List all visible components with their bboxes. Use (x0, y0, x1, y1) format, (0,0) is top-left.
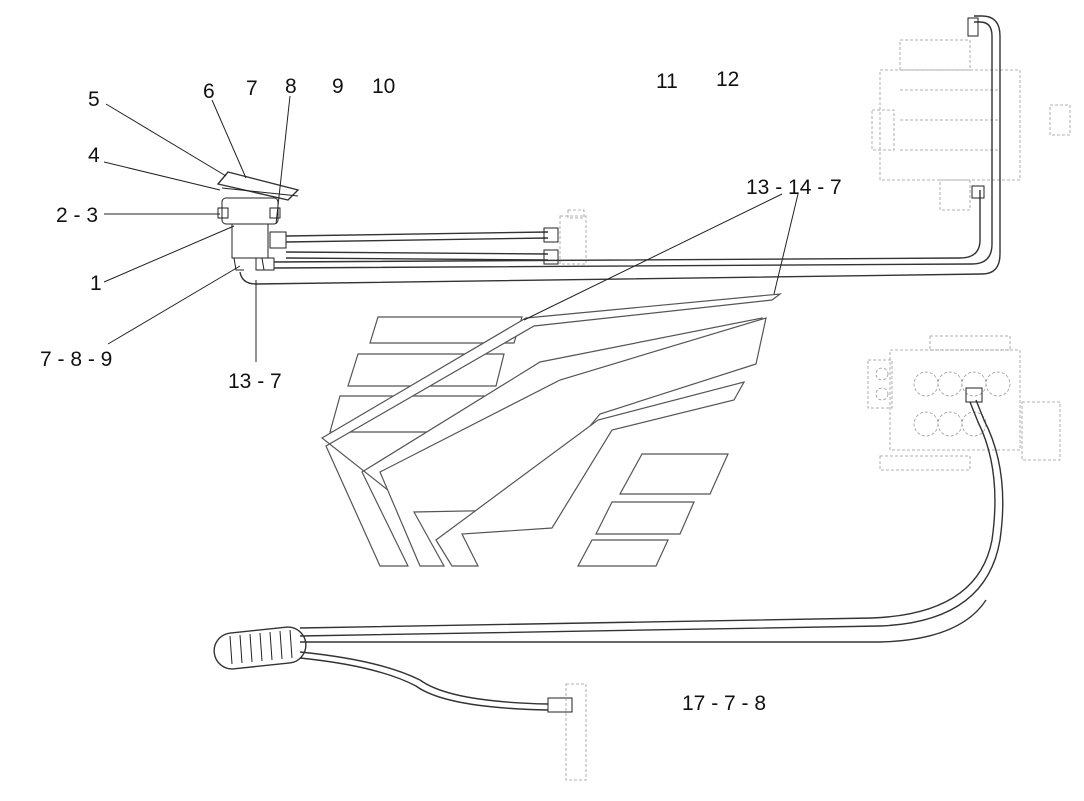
label-4: 4 (88, 144, 100, 167)
pedal-valve-assembly (216, 171, 300, 271)
hydraulic-lines-lower (299, 387, 1004, 643)
control-valve-lower (867, 335, 1061, 471)
pipe-bracket (559, 209, 587, 265)
label-13-14-7: 13 - 14 - 7 (746, 176, 842, 199)
label-6: 6 (203, 80, 215, 103)
label-12: 12 (716, 68, 739, 91)
control-valve-upper (871, 39, 1071, 211)
label-13-7: 13 - 7 (228, 370, 282, 393)
hydraulic-lines-upper (239, 15, 1001, 285)
label-11: 11 (656, 70, 678, 93)
label-2-3: 2 - 3 (56, 204, 98, 227)
label-7: 7 (246, 77, 258, 100)
label-7-8-9: 7 - 8 - 9 (40, 348, 112, 371)
logo-watermark (320, 293, 783, 567)
foot-pedal (213, 626, 587, 781)
part-labels: 5 6 7 8 9 10 11 12 4 2 - 3 1 7 - 8 - 9 1… (40, 68, 842, 715)
label-9: 9 (332, 75, 344, 98)
label-5: 5 (88, 88, 100, 111)
leader-lines (103, 95, 799, 362)
label-17-7-8: 17 - 7 - 8 (682, 692, 766, 715)
label-8: 8 (285, 75, 297, 98)
label-1: 1 (90, 272, 102, 295)
label-10: 10 (372, 75, 395, 98)
